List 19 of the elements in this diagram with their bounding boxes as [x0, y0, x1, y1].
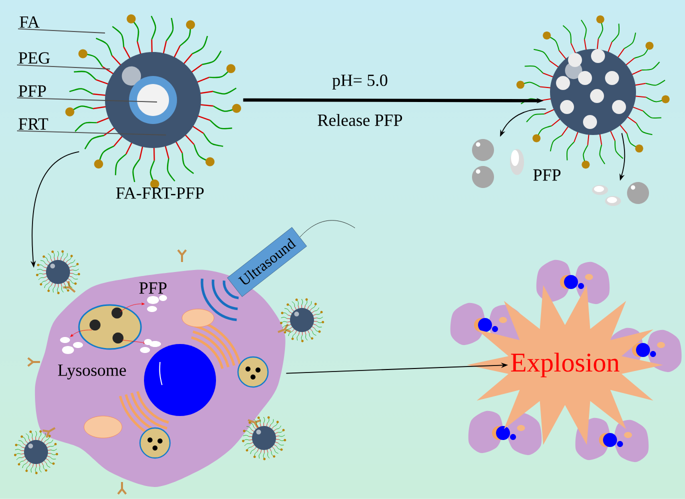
part-label: PFP [139, 282, 166, 294]
leader-line [16, 64, 110, 70]
condition-label: Release PFP [318, 114, 402, 126]
nanoparticle-drawing [65, 14, 242, 188]
part-label: PEG [18, 52, 50, 64]
leader-line [18, 28, 106, 34]
part-label: FA [20, 16, 40, 28]
explosion-star: Explosion [467, 285, 663, 445]
nanoparticle-drawing [516, 15, 670, 169]
node-label: PFP [533, 169, 560, 181]
leader-line [16, 130, 166, 136]
bubbles-drawing [592, 182, 649, 206]
part-label: Lysosome [58, 364, 126, 380]
edge-label: pH= 5.0 [332, 74, 388, 90]
part-label: FRT [18, 118, 48, 130]
part-label: PFP [18, 85, 46, 97]
bubbles-drawing [472, 139, 524, 188]
node-label: FA-FRT-PFP [116, 187, 204, 199]
leader-line [16, 97, 158, 102]
